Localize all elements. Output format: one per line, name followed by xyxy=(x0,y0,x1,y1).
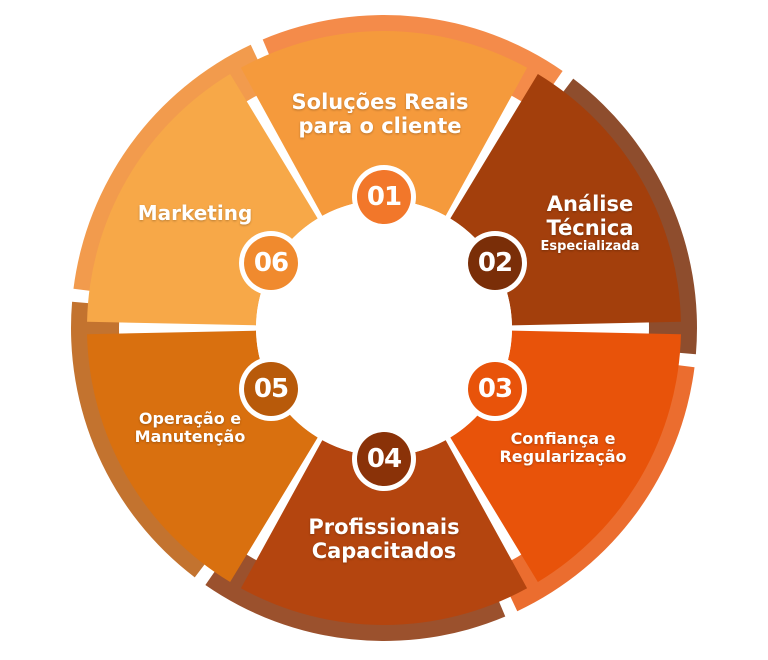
segment-04-label-line-2: Capacitados xyxy=(311,539,457,564)
segment-03-label-line-1: Confiança e xyxy=(510,429,616,448)
segment-02-label-line-3: Especializada xyxy=(540,239,640,255)
segment-05-label-line-2: Manutenção xyxy=(134,427,246,447)
segment-03-label: Confiança e Regularização xyxy=(478,429,648,467)
segment-01-label-line-2: para o cliente xyxy=(298,114,462,139)
segment-02-label: Análise Técnica Especializada xyxy=(520,192,660,255)
segment-05-label-line-1: Operação e xyxy=(138,409,242,428)
segment-02-label-line-2: Técnica xyxy=(546,216,634,241)
segment-05-number-badge: 05 xyxy=(244,362,298,416)
segment-01-label-line-1: Soluções Reais xyxy=(291,90,469,114)
segment-04-wedge xyxy=(240,440,528,625)
segment-02-number-badge: 02 xyxy=(468,236,522,290)
segment-05-label: Operação e Manutenção xyxy=(110,409,270,447)
segment-06-number-badge: 06 xyxy=(244,236,298,290)
segment-02-label-line-1: Análise xyxy=(546,192,634,216)
segment-01-wedge xyxy=(240,30,528,216)
segment-04-label-line-1: Profissionais xyxy=(308,515,460,539)
segment-04-number-badge: 04 xyxy=(357,432,411,486)
segment-03-label-line-2: Regularização xyxy=(499,447,627,467)
segment-06-label-line-1: Marketing xyxy=(137,201,253,225)
segment-03-number-badge: 03 xyxy=(468,362,522,416)
center-hole xyxy=(256,200,512,456)
segment-01-number-badge: 01 xyxy=(357,170,411,224)
segment-01-label: Soluções Reais para o cliente xyxy=(280,90,480,138)
segment-06-label: Marketing xyxy=(120,202,270,225)
segment-04-label: Profissionais Capacitados xyxy=(284,515,484,563)
